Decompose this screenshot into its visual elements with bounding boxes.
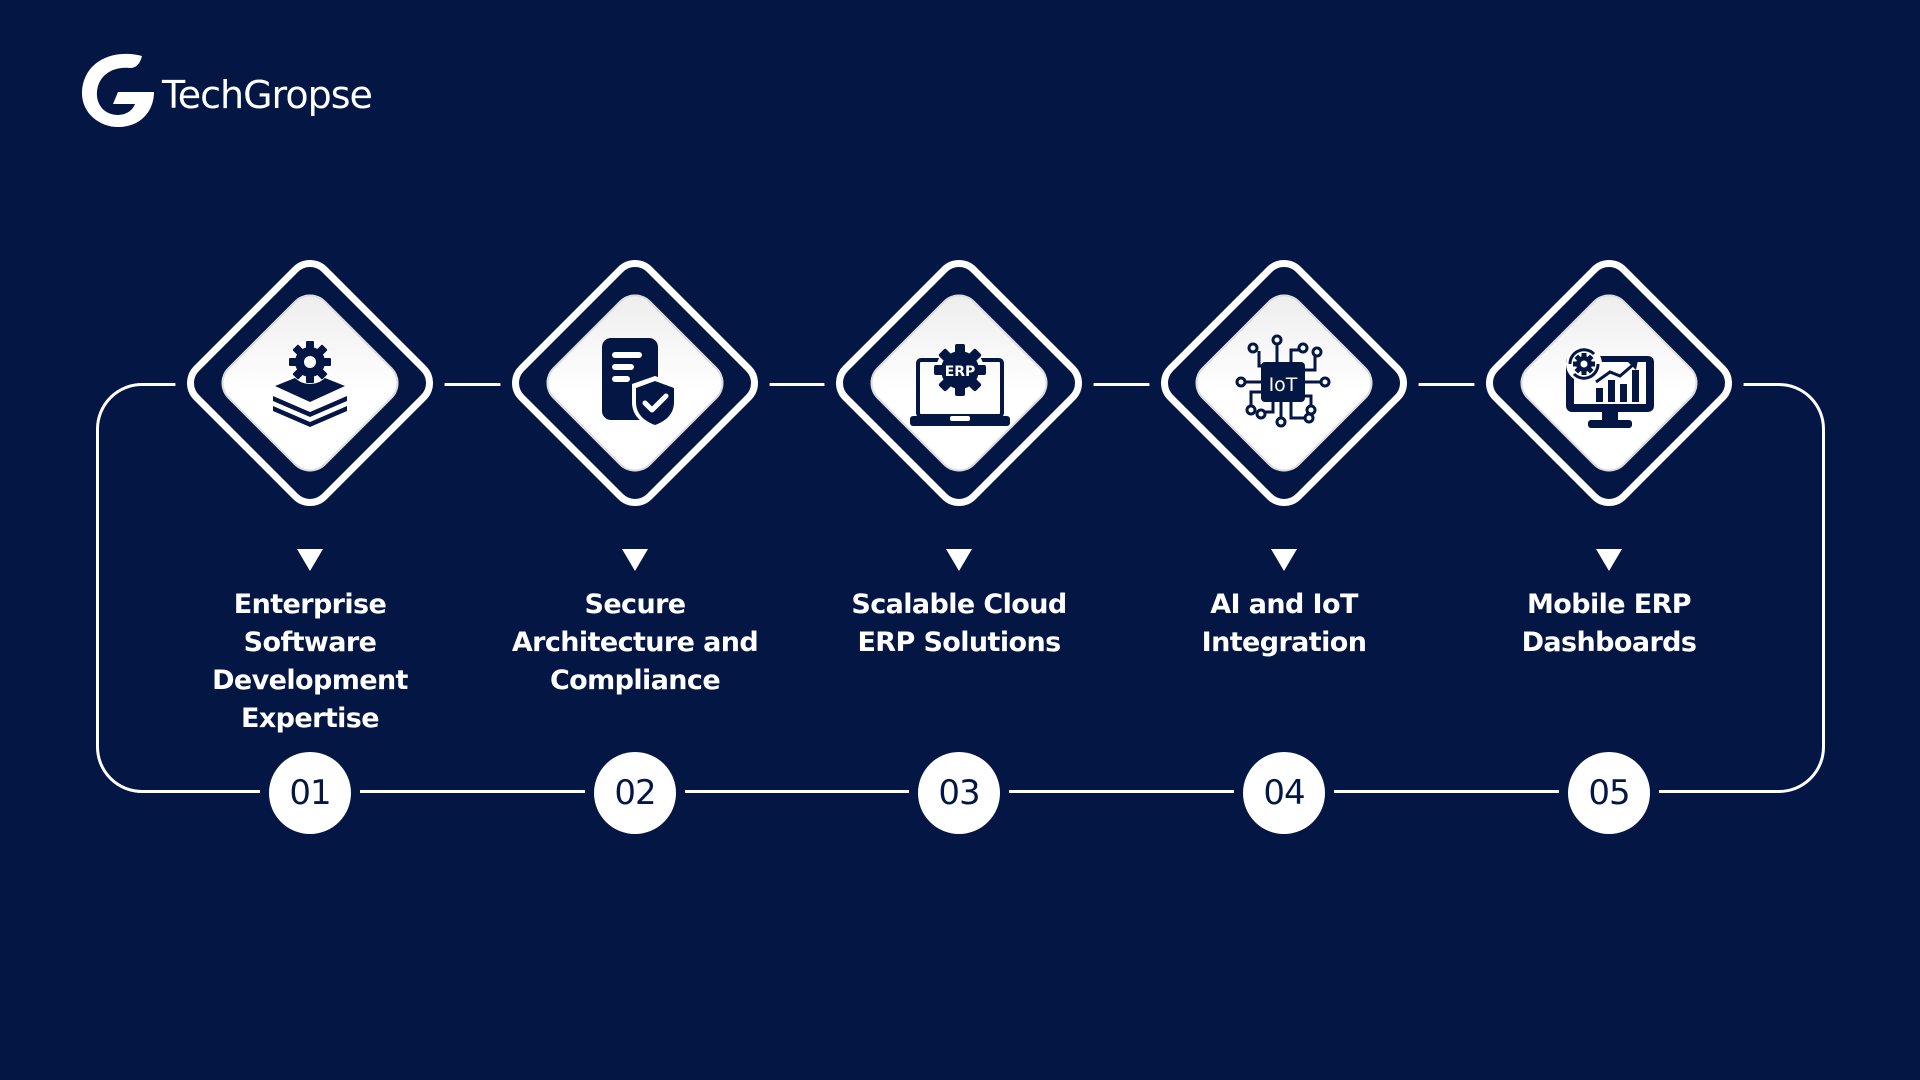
step-title-line: Software [243, 627, 377, 658]
step-title-line: Development [212, 665, 408, 696]
document-shield-icon [602, 338, 678, 429]
iot-chip-icon: IoT [1235, 334, 1331, 428]
step-title: Mobile ERP Dashboards [1474, 586, 1744, 662]
gear-layers-icon [273, 340, 347, 427]
g-logo-icon [81, 53, 154, 128]
arrow-down-icon [1271, 549, 1297, 571]
brand-logo: TechGropse [80, 52, 373, 130]
arrow-down-icon [622, 549, 648, 571]
erp-laptop-icon: ERP [910, 344, 1010, 426]
step-number: 03 [938, 773, 980, 813]
step-number-badge: 02 [594, 752, 676, 834]
step-title-line: Secure [584, 589, 686, 620]
step-number-badge: 04 [1243, 752, 1325, 834]
arrow-down-icon [946, 549, 972, 571]
step-title-line: Architecture and [511, 627, 759, 658]
step-title-line: Integration [1201, 627, 1367, 658]
step-number: 02 [614, 773, 656, 813]
step-number: 05 [1588, 773, 1630, 813]
step-title-line: Dashboards [1521, 627, 1697, 658]
step-title-line: Mobile ERP [1527, 589, 1692, 620]
arrow-down-icon [297, 549, 323, 571]
step-title-line: ERP Solutions [857, 627, 1061, 658]
step-title-line: Expertise [241, 703, 380, 734]
step-number-badge: 01 [269, 752, 351, 834]
icon-label: IoT [1269, 374, 1298, 396]
step-title-line: Compliance [549, 665, 721, 696]
step-title-line: Scalable Cloud [851, 589, 1067, 620]
arrow-down-icon [1596, 549, 1622, 571]
step-number-badge: 03 [918, 752, 1000, 834]
step-title-line: AI and IoT [1210, 589, 1358, 620]
step-number: 01 [289, 773, 331, 813]
monitor-analytics-icon [1566, 346, 1654, 428]
step-number-badge: 05 [1568, 752, 1650, 834]
brand-name: TechGropse [162, 73, 373, 117]
icon-label: ERP [945, 364, 976, 380]
step-number: 04 [1263, 773, 1305, 813]
step-title: AI and IoT Integration [1149, 586, 1419, 662]
step-title-line: Enterprise [233, 589, 387, 620]
